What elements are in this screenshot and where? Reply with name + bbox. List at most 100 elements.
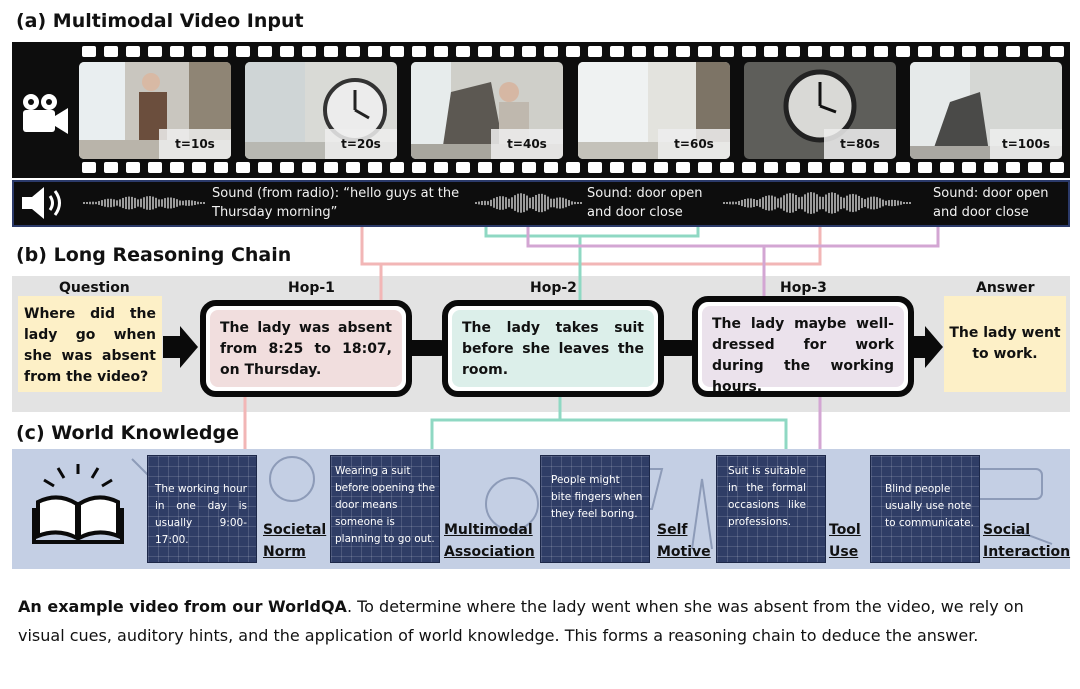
sprocket-hole <box>258 46 272 57</box>
knowledge-card-1 <box>147 455 257 563</box>
sprocket-hole <box>852 46 866 57</box>
open-book-icon <box>32 464 124 544</box>
sprocket-hole <box>500 162 514 173</box>
video-frame-6: t=100s <box>910 62 1062 159</box>
sound-caption-3-line1: Sound: door open <box>933 186 1049 201</box>
speaker-icon <box>22 187 61 219</box>
video-frame-2: t=20s <box>245 62 397 159</box>
label-social: Social <box>983 522 1031 538</box>
knowledge-card-3 <box>540 455 650 563</box>
sprocket-hole <box>830 46 844 57</box>
knowledge-card-4-text: Suit is suitable in the formal occasions… <box>728 465 806 528</box>
sound-caption-2-line2: and door close <box>587 205 683 220</box>
frame-timestamp: t=10s <box>159 129 231 159</box>
caption-rest: . To determine where the lady went when … <box>18 597 1024 645</box>
sprocket-hole <box>324 162 338 173</box>
question-box <box>18 296 162 392</box>
sprocket-hole <box>1006 46 1020 57</box>
knowledge-card-1-text: The working hour in one day is usually 9… <box>155 483 247 546</box>
sprocket-hole <box>1050 46 1064 57</box>
hop1-text: The lady was absent from 8:25 to 18:07, … <box>210 310 402 387</box>
hop3-text: The lady maybe well-dressed for work dur… <box>702 306 904 395</box>
sprocket-hole <box>346 46 360 57</box>
video-frame-3: t=40s <box>411 62 563 159</box>
sprocket-hole <box>214 46 228 57</box>
sprocket-hole <box>412 46 426 57</box>
label-norm: Norm <box>263 544 306 560</box>
sprocket-hole <box>720 46 734 57</box>
figure-caption: An example video from our WorldQA. To de… <box>18 592 1068 650</box>
sprocket-hole <box>500 46 514 57</box>
audio-track <box>12 180 1070 227</box>
label-societal: Societal <box>263 522 327 538</box>
question-label: Question <box>59 280 130 296</box>
sprocket-hole <box>434 162 448 173</box>
sprocket-hole <box>566 162 580 173</box>
section-b-title: (b) Long Reasoning Chain <box>16 244 292 266</box>
hop2-label: Hop-2 <box>530 280 577 296</box>
audio-waveform-3 <box>723 192 911 214</box>
label-interaction: Interaction <box>983 544 1071 560</box>
sprocket-hole <box>896 46 910 57</box>
sprocket-hole <box>742 46 756 57</box>
frame-timestamp: t=40s <box>491 129 563 159</box>
line-hop2-to-knowledge <box>430 418 788 456</box>
frame-timestamp: t=20s <box>325 129 397 159</box>
hop2-box: The lady takes suit before she leaves th… <box>442 300 664 397</box>
sprocket-hole <box>368 162 382 173</box>
sprocket-hole <box>874 46 888 57</box>
sprocket-hole <box>82 162 96 173</box>
frame-timestamp: t=80s <box>824 129 896 159</box>
sprocket-hole <box>566 46 580 57</box>
sprocket-hole <box>214 162 228 173</box>
sprocket-hole <box>478 162 492 173</box>
knowledge-card-2-text: Wearing a suit before opening the door m… <box>335 465 436 545</box>
hop3-box: The lady maybe well-dressed for work dur… <box>692 296 914 397</box>
section-c-title: (c) World Knowledge <box>16 422 240 444</box>
sprocket-hole <box>764 162 778 173</box>
sprocket-hole <box>324 46 338 57</box>
sprocket-hole <box>830 162 844 173</box>
sound-caption-2-line1: Sound: door open <box>587 186 703 201</box>
video-frame-4: t=60s <box>578 62 730 159</box>
audio-waveform-2 <box>475 193 582 213</box>
sprocket-hole <box>720 162 734 173</box>
sprocket-hole <box>126 162 140 173</box>
sprocket-hole <box>544 46 558 57</box>
frame-timestamp: t=60s <box>658 129 730 159</box>
sprocket-hole <box>654 46 668 57</box>
sprocket-hole <box>698 162 712 173</box>
sprocket-hole <box>962 46 976 57</box>
caption-bold: An example video from our WorldQA <box>18 597 347 616</box>
sound-caption-1-line1: Sound (from radio): “hello guys at the <box>212 186 460 201</box>
answer-box <box>944 296 1066 392</box>
sprocket-hole <box>808 162 822 173</box>
sprocket-hole <box>390 162 404 173</box>
chain-link-1 <box>402 340 448 356</box>
knowledge-card-3-text: People might bite fingers when they feel… <box>551 474 643 520</box>
sprocket-hole <box>104 162 118 173</box>
sprocket-hole <box>588 162 602 173</box>
sprocket-hole <box>522 46 536 57</box>
sprocket-hole <box>170 46 184 57</box>
sprocket-hole <box>192 162 206 173</box>
sprocket-hole <box>1028 46 1042 57</box>
question-text: Where did the lady go when she was absen… <box>24 306 156 385</box>
label-use: Use <box>829 544 859 560</box>
sprocket-hole <box>192 46 206 57</box>
sprocket-hole <box>1050 162 1064 173</box>
line-audio-purple <box>526 227 940 248</box>
label-multimodal: Multimodal <box>444 522 533 538</box>
label-tool: Tool <box>829 522 861 538</box>
knowledge-card-2 <box>330 455 440 563</box>
sprocket-hole <box>698 46 712 57</box>
sprocket-hole <box>302 162 316 173</box>
sprocket-hole <box>104 46 118 57</box>
sprocket-hole <box>346 162 360 173</box>
sprocket-hole <box>632 46 646 57</box>
sprocket-hole <box>610 162 624 173</box>
sprocket-hole <box>588 46 602 57</box>
sprocket-hole <box>808 46 822 57</box>
sprocket-hole <box>962 162 976 173</box>
